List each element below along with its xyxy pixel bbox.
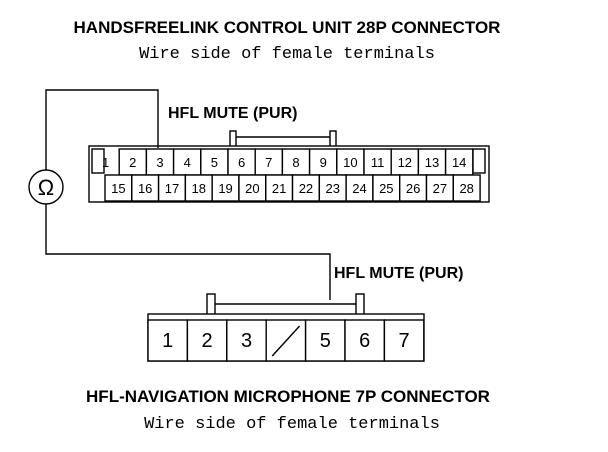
- top-pin-label: 6: [238, 155, 245, 170]
- top-pin-label: 11: [371, 155, 385, 170]
- bottom-pin-cell: 3: [226, 319, 267, 362]
- top-pin-cell: 20: [238, 174, 267, 202]
- top-pin-label: 28: [459, 181, 473, 196]
- top-pin-label: 5: [211, 155, 218, 170]
- ohm-icon: Ω: [38, 175, 54, 200]
- top-pin-cell: 23: [318, 174, 347, 202]
- top-pin-label: 16: [138, 181, 152, 196]
- bottom-connector-title: HFL-NAVIGATION MICROPHONE 7P CONNECTOR: [86, 387, 490, 406]
- top-pin-label: 10: [343, 155, 357, 170]
- top-pin-label: 4: [184, 155, 191, 170]
- top-connector-subtitle: Wire side of female terminals: [139, 45, 435, 64]
- top-pin-cell: 3: [145, 148, 175, 176]
- top-pin-cell: 15: [104, 174, 133, 202]
- top-pin-cell: 24: [345, 174, 374, 202]
- top-pin-cell: 4: [172, 148, 202, 176]
- bottom-pin-cell: 6: [344, 319, 386, 362]
- top-pin-label: 13: [425, 155, 439, 170]
- bottom-pin-cell: 1: [147, 319, 189, 362]
- top-connector-latch: [229, 130, 337, 148]
- blank-pin-slash: [271, 325, 301, 357]
- top-pin-label: 24: [352, 181, 366, 196]
- top-pin-label: 21: [272, 181, 286, 196]
- bottom-pin-label: 5: [320, 330, 331, 352]
- top-pin-cell: 7: [254, 148, 284, 176]
- bottom-pin-cell: 5: [304, 319, 346, 362]
- top-pin-cell: 16: [131, 174, 160, 202]
- top-pin-label: 26: [406, 181, 420, 196]
- bottom-connector-subtitle: Wire side of female terminals: [144, 415, 440, 434]
- bottom-connector-latch: [206, 293, 365, 317]
- bottom-pin-label: 1: [162, 330, 173, 352]
- top-pin-label: 19: [218, 181, 232, 196]
- top-pin-label: 8: [292, 155, 299, 170]
- top-pin-label: 2: [129, 155, 136, 170]
- bottom-connector-pins: 1 2 3 5 6 7: [147, 319, 425, 362]
- top-connector-title: HANDSFREELINK CONTROL UNIT 28P CONNECTOR: [74, 18, 501, 37]
- top-pin-cell: 14: [444, 148, 474, 176]
- top-pin-cell: 18: [184, 174, 213, 202]
- top-pin-cell: 12: [390, 148, 420, 176]
- top-pin-cell: 17: [157, 174, 187, 202]
- top-pin-cell: 2: [118, 148, 148, 176]
- top-pin-cell: 6: [227, 148, 256, 176]
- top-pin-cell: 5: [200, 148, 229, 176]
- top-pin-label: 3: [156, 155, 163, 170]
- top-pin-cell: 10: [336, 148, 365, 176]
- ohmmeter: Ω: [28, 169, 64, 205]
- top-pin-cell: 21: [265, 174, 294, 202]
- top-pin-label: 27: [433, 181, 447, 196]
- top-connector-row2: 15 16 17 18 19 20 21 22 23 24 25 26 27 28: [104, 174, 481, 202]
- top-pin-label: 1: [102, 155, 109, 170]
- bottom-connector-7p: 1 2 3 5 6 7: [147, 313, 425, 362]
- bottom-hfl-mute-label: HFL MUTE (PUR): [334, 265, 463, 282]
- top-pin-label: 7: [265, 155, 272, 170]
- bottom-pin-label: 3: [241, 330, 252, 352]
- top-pin-cell: 19: [211, 174, 240, 202]
- top-pin-label: 9: [320, 155, 327, 170]
- meter-wiring: [45, 89, 331, 300]
- top-pin-cell: 22: [291, 174, 321, 202]
- top-pin-label: 25: [379, 181, 393, 196]
- ohmmeter-circle: [28, 169, 64, 205]
- top-pin-label: 20: [245, 181, 259, 196]
- top-pin-cell: 8: [281, 148, 311, 176]
- top-hfl-mute-label: HFL MUTE (PUR): [168, 105, 297, 122]
- top-pin-label: 23: [325, 181, 339, 196]
- top-pin-label: 14: [452, 155, 466, 170]
- top-pin-cell: 28: [452, 174, 481, 202]
- top-pin-cell: 25: [372, 174, 401, 202]
- top-pin-label: 18: [192, 181, 206, 196]
- top-pin-cell: 11: [363, 148, 392, 176]
- top-pin-label: 15: [111, 181, 125, 196]
- top-pin-cell: 9: [308, 148, 338, 176]
- bottom-pin-label: 6: [359, 330, 370, 352]
- top-pin-cell: 13: [417, 148, 447, 176]
- bottom-pin-blank: [265, 319, 307, 362]
- top-pin-label: 17: [165, 181, 179, 196]
- top-pin-label: 12: [398, 155, 412, 170]
- bottom-pin-cell: 2: [186, 319, 228, 362]
- bottom-pin-label: 7: [399, 330, 410, 352]
- top-pin-cell: 26: [399, 174, 428, 202]
- top-pin-label: 22: [299, 181, 313, 196]
- bottom-pin-cell: 7: [383, 319, 425, 362]
- top-pin-cell: 27: [425, 174, 454, 202]
- bottom-pin-label: 2: [202, 330, 213, 352]
